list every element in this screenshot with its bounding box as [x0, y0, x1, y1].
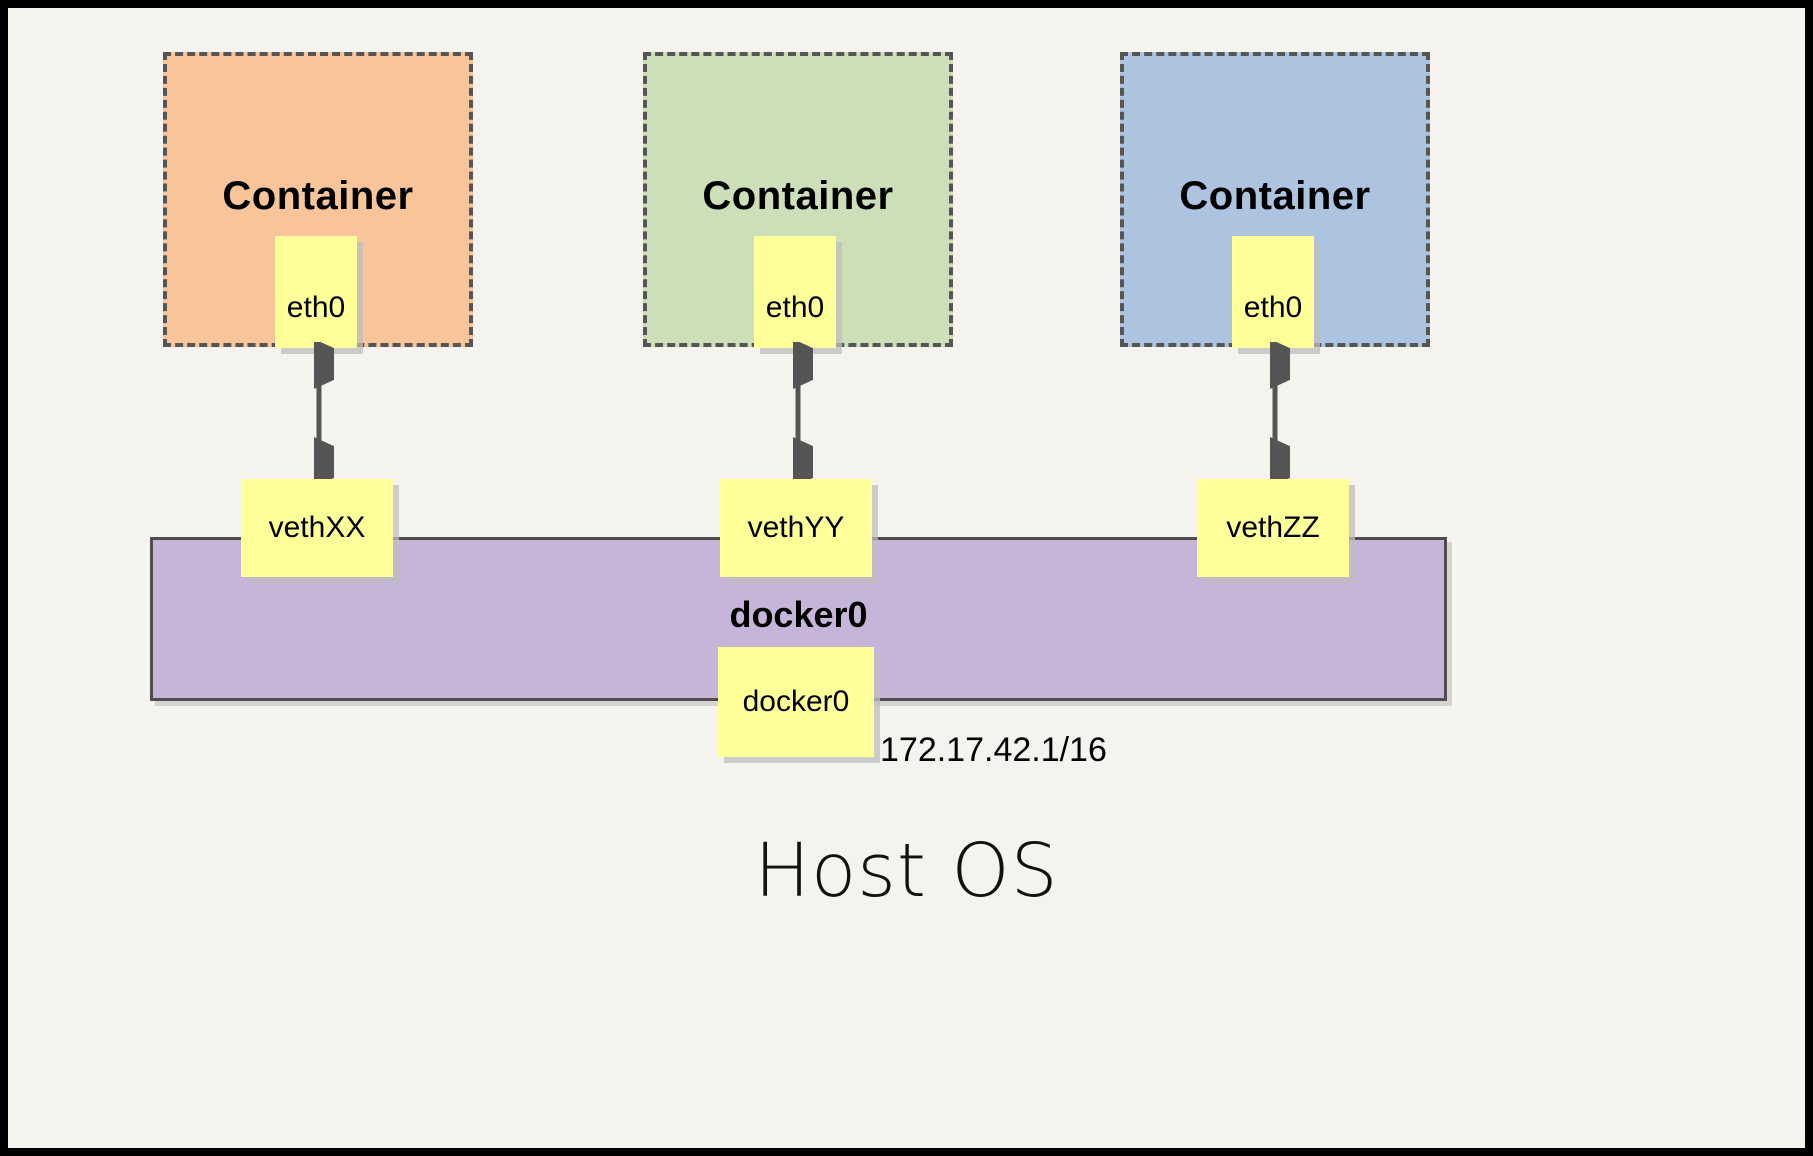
diagram-canvas: Container eth0 Container eth0 Container … — [8, 8, 1805, 1148]
docker0-bridge-label: docker0 — [729, 594, 868, 635]
eth0-label-3: eth0 — [1243, 291, 1303, 324]
veth-interface-3[interactable]: vethZZ — [1197, 479, 1349, 577]
veth-label-2: vethYY — [747, 511, 845, 544]
double-arrow-icon-3 — [1270, 342, 1290, 484]
docker0-note-label: docker0 — [742, 685, 850, 718]
veth-label-1: vethXX — [268, 511, 366, 544]
container-title-1: Container — [222, 174, 414, 218]
veth-label-3: vethZZ — [1226, 511, 1320, 544]
container-title-3: Container — [1179, 174, 1371, 218]
eth0-label-1: eth0 — [286, 291, 346, 324]
eth0-interface-3[interactable]: eth0 — [1232, 236, 1314, 348]
eth0-interface-2[interactable]: eth0 — [754, 236, 836, 348]
docker0-ip-address: 172.17.42.1/16 — [880, 731, 1107, 769]
veth-interface-2[interactable]: vethYY — [720, 479, 872, 577]
host-os-title: Host OS — [754, 828, 1059, 914]
double-arrow-icon-2 — [793, 342, 813, 484]
eth0-interface-1[interactable]: eth0 — [275, 236, 357, 348]
veth-interface-1[interactable]: vethXX — [241, 479, 393, 577]
eth0-label-2: eth0 — [765, 291, 825, 324]
container-title-2: Container — [702, 174, 894, 218]
docker0-interface-note[interactable]: docker0 — [718, 647, 874, 757]
double-arrow-icon-1 — [314, 342, 334, 484]
